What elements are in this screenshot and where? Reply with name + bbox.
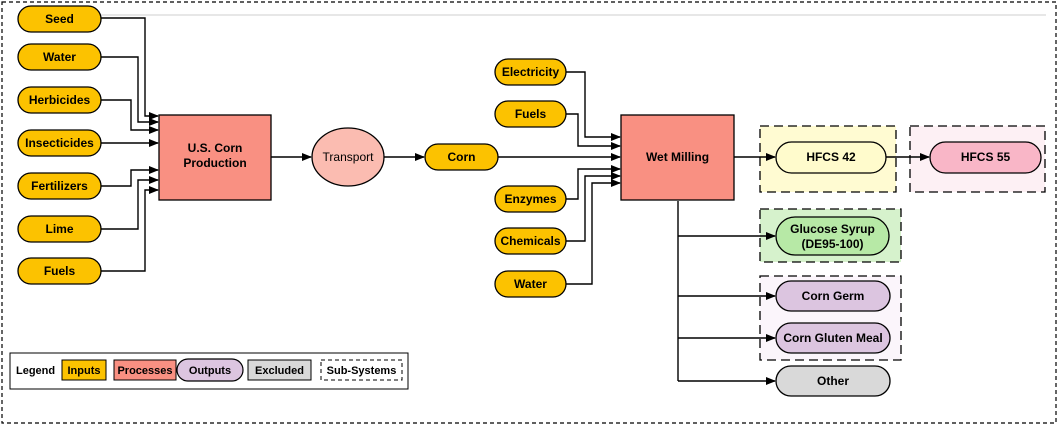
input-electricity: Electricity xyxy=(494,58,567,86)
process-wet-milling: Wet Milling xyxy=(620,114,735,201)
process-corn-production: U.S. Corn Production xyxy=(158,114,272,201)
output-other: Other xyxy=(775,365,891,397)
edges-corn-inputs xyxy=(101,17,159,272)
input-herbicides-label: Herbicides xyxy=(29,93,91,107)
output-glucose-line1: Glucose Syrup xyxy=(790,222,875,236)
input-milling-fuels: Fuels xyxy=(494,100,567,128)
legend-processes-label: Processes xyxy=(117,365,172,377)
output-glucose-line2: (DE95-100) xyxy=(801,237,863,251)
output-corn-gluten-meal: Corn Gluten Meal xyxy=(775,322,891,354)
output-hfcs55-label: HFCS 55 xyxy=(961,150,1011,164)
legend-excluded-label: Excluded xyxy=(255,365,304,377)
input-seed: Seed xyxy=(17,5,102,33)
output-corn-gluten-meal-label: Corn Gluten Meal xyxy=(783,331,882,345)
output-glucose-syrup: Glucose Syrup (DE95-100) xyxy=(775,216,890,256)
input-water-label: Water xyxy=(43,50,76,64)
input-insecticides-label: Insecticides xyxy=(25,136,94,150)
legend-outputs-label: Outputs xyxy=(189,365,231,377)
input-milling-fuels-label: Fuels xyxy=(515,107,547,121)
input-fertilizers: Fertilizers xyxy=(17,172,102,200)
process-transport-label: Transport xyxy=(323,150,375,164)
legend-excluded-swatch xyxy=(247,359,312,381)
legend-title: Legend xyxy=(16,365,55,377)
input-insecticides: Insecticides xyxy=(17,129,102,157)
intermediate-corn: Corn xyxy=(424,143,499,171)
output-hfcs42-label: HFCS 42 xyxy=(806,150,856,164)
output-corn-germ: Corn Germ xyxy=(775,280,891,312)
edges-outputs xyxy=(677,153,930,385)
process-corn-production-line1: U.S. Corn xyxy=(188,141,243,155)
legend-outputs-swatch xyxy=(176,358,244,382)
edges-milling-inputs xyxy=(566,71,621,285)
output-corn-germ-label: Corn Germ xyxy=(802,289,865,303)
input-seed-label: Seed xyxy=(45,12,74,26)
legend-subsystems-label: Sub-Systems xyxy=(327,365,397,377)
legend-processes-swatch xyxy=(113,359,177,381)
output-other-label: Other xyxy=(817,374,849,388)
input-lime-label: Lime xyxy=(45,222,73,236)
input-herbicides: Herbicides xyxy=(17,86,102,114)
intermediate-corn-label: Corn xyxy=(448,150,476,164)
process-wet-milling-label: Wet Milling xyxy=(646,150,709,164)
input-fuels: Fuels xyxy=(17,257,102,285)
process-corn-production-line2: Production xyxy=(183,156,246,170)
input-milling-water: Water xyxy=(494,270,567,298)
input-chemicals: Chemicals xyxy=(494,227,567,255)
legend: Legend Inputs Processes Outputs Excluded… xyxy=(9,352,409,390)
output-hfcs55: HFCS 55 xyxy=(929,141,1042,174)
input-lime: Lime xyxy=(17,215,102,243)
input-milling-water-label: Water xyxy=(514,277,547,291)
input-fertilizers-label: Fertilizers xyxy=(31,179,88,193)
legend-subsystems-swatch xyxy=(320,359,403,381)
output-hfcs42: HFCS 42 xyxy=(775,141,887,174)
input-fuels-label: Fuels xyxy=(44,264,76,278)
legend-inputs-swatch xyxy=(61,359,107,381)
input-enzymes-label: Enzymes xyxy=(504,192,556,206)
input-water: Water xyxy=(17,43,102,71)
legend-inputs-label: Inputs xyxy=(68,365,101,377)
input-enzymes: Enzymes xyxy=(494,185,567,213)
input-electricity-label: Electricity xyxy=(502,65,560,79)
input-chemicals-label: Chemicals xyxy=(500,234,560,248)
process-transport: Transport xyxy=(311,127,385,187)
